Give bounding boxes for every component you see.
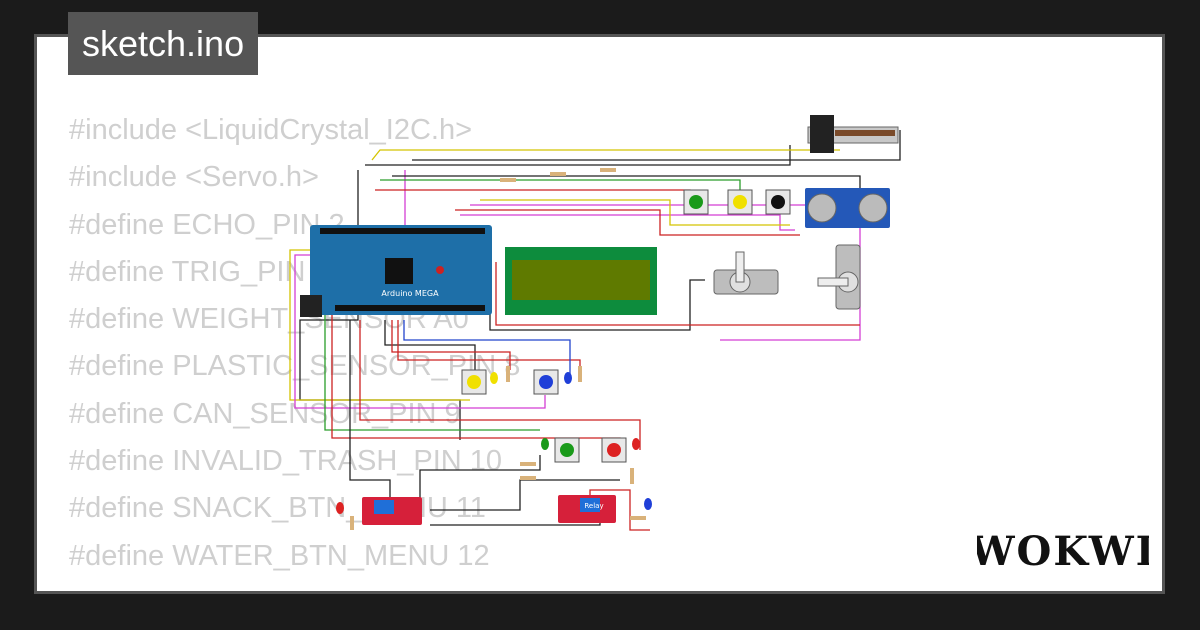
resistor	[630, 468, 634, 484]
led	[632, 438, 640, 450]
code-line: #define INVALID_TRASH_PIN 10	[69, 445, 503, 478]
sketch-title: sketch.ino	[68, 12, 259, 75]
led	[541, 438, 549, 450]
code-line: #define WATER_BTN_MENU 12	[69, 539, 490, 572]
led	[336, 502, 344, 514]
resistor	[600, 168, 616, 172]
push-button	[533, 369, 559, 395]
ultrasonic-sensor	[805, 188, 890, 228]
push-button	[683, 189, 709, 215]
code-line: #include <Servo.h>	[69, 161, 319, 194]
code-line: #define CAN_SENSOR_PIN 9	[69, 397, 461, 430]
resistor	[520, 476, 536, 480]
resistor	[630, 516, 646, 520]
wokwi-logo: WOKWI	[977, 528, 1149, 575]
resistor	[350, 516, 354, 530]
led	[490, 372, 498, 384]
relay-label: Relay	[584, 502, 603, 510]
resistor	[550, 172, 566, 176]
code-line: #define RELAY_WATER_PIN 24	[69, 580, 520, 591]
slide-potentiometer	[807, 115, 899, 153]
push-button	[727, 189, 753, 215]
resistor	[506, 366, 510, 382]
servo-motor	[713, 251, 779, 295]
resistor	[578, 366, 582, 382]
push-button	[461, 369, 487, 395]
code-line: #define TRIG_PIN 3	[69, 255, 330, 288]
arduino-mega-board: Arduino MEGA	[300, 225, 492, 317]
wokwi-logo-text: WOKWI	[977, 528, 1149, 575]
led	[644, 498, 652, 510]
code-line: #define ECHO_PIN 2	[69, 208, 345, 241]
push-button	[601, 437, 627, 463]
relay-module: Relay	[558, 495, 616, 523]
code-line: #include <LiquidCrystal_I2C.h>	[69, 114, 473, 146]
lcd-display	[505, 247, 657, 315]
board-label: Arduino MEGA	[381, 289, 439, 298]
push-button	[554, 437, 580, 463]
resistor	[500, 178, 516, 182]
resistor	[520, 462, 536, 466]
relay-module	[362, 497, 422, 525]
servo-motor	[817, 244, 861, 310]
led	[564, 372, 572, 384]
push-button	[765, 189, 791, 215]
